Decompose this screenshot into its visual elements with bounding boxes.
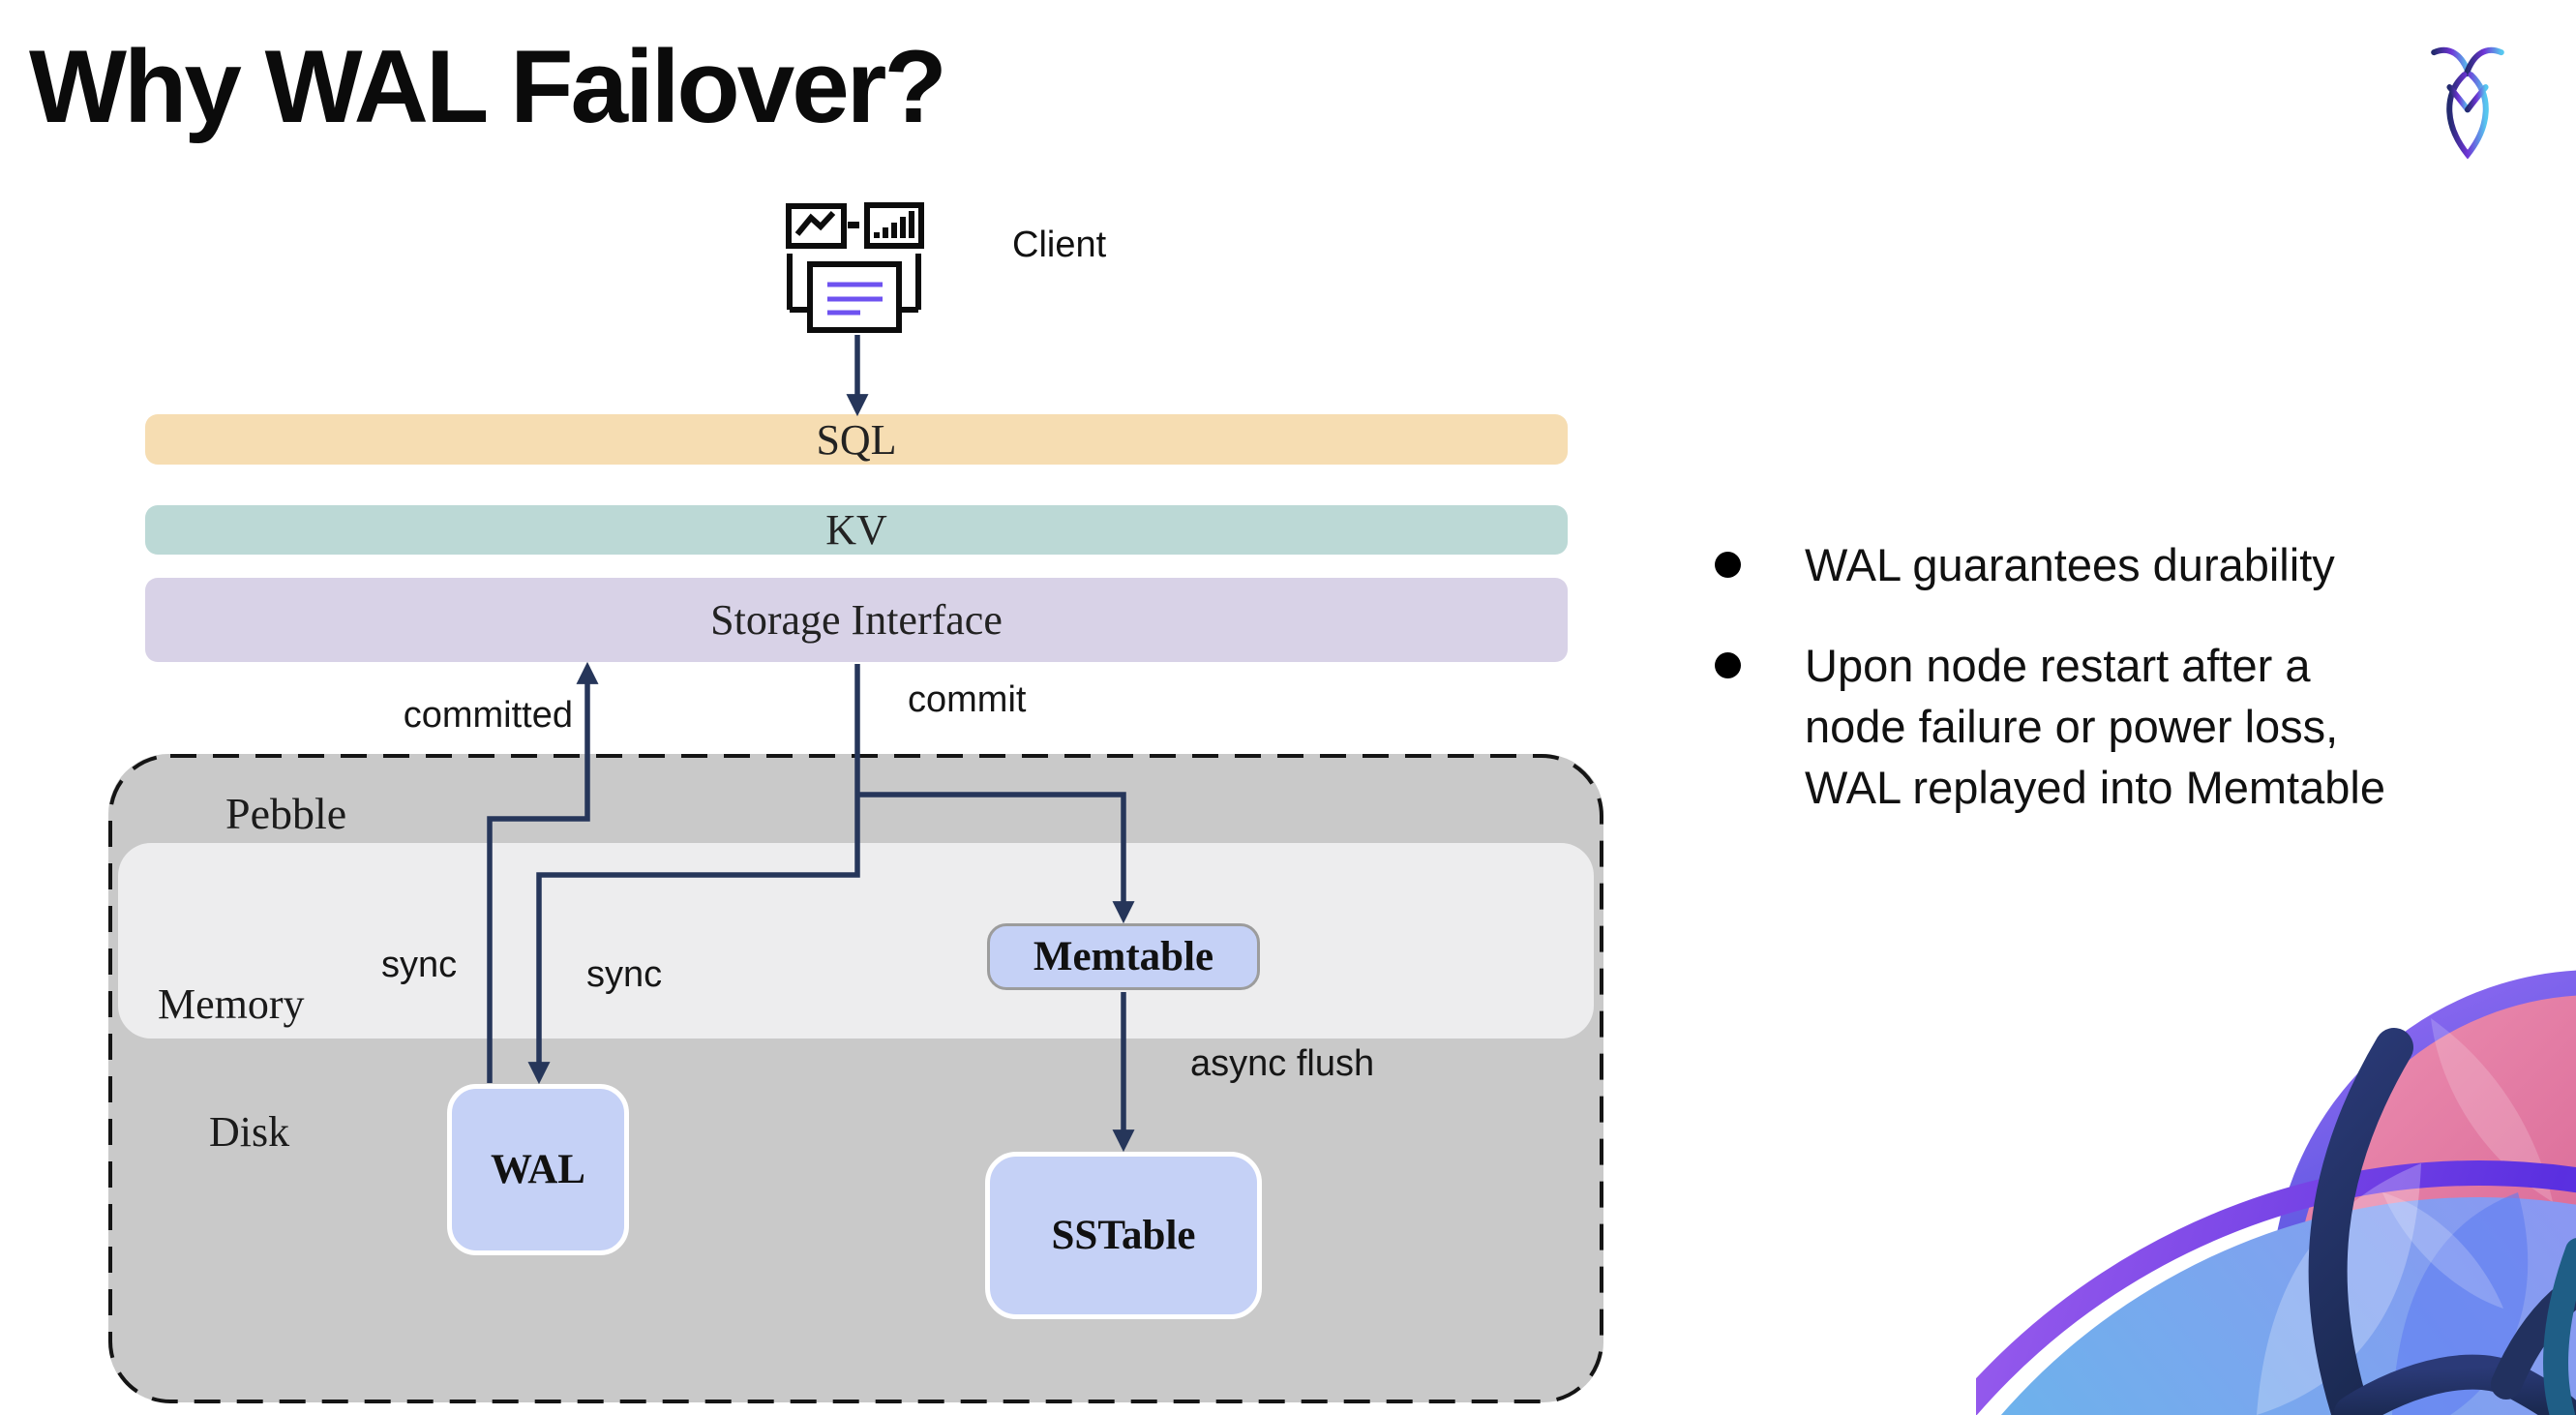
bullet-text: Upon node restart after a node failure o… [1805,640,2385,813]
bullet-list: WAL guarantees durability Upon node rest… [1715,534,2385,818]
bullet-item: WAL guarantees durability [1715,534,2385,595]
layer-kv-label: KV [825,506,887,554]
layer-kv: KV [145,505,1568,555]
node-memtable: Memtable [987,923,1260,990]
client-label: Client [1012,225,1107,265]
memory-band [118,843,1594,1039]
edge-label-committed: committed [403,695,573,736]
disk-label: Disk [209,1108,290,1156]
left-bracket-icon [787,254,808,313]
layer-sql: SQL [145,414,1568,465]
cockroach-artwork [1976,970,2576,1415]
layer-storage-interface: Storage Interface [145,578,1568,662]
edge-label-commit: commit [908,679,1027,720]
node-sstable-label: SSTable [1051,1213,1196,1258]
client-icon [786,202,924,333]
dash-icon [848,222,859,228]
bullet-dot [1715,652,1741,678]
bullet-dot [1715,552,1741,578]
node-sstable: SSTable [985,1152,1262,1319]
bullet-text: WAL guarantees durability [1805,539,2335,590]
edge-label-async-flush: async flush [1190,1043,1375,1084]
node-wal: WAL [447,1084,629,1255]
layer-storage-interface-label: Storage Interface [710,596,1003,644]
right-bracket-icon [900,254,921,313]
page-title: Why WAL Failover? [29,28,947,144]
memory-label: Memory [158,980,305,1028]
node-memtable-label: Memtable [1033,934,1214,979]
cockroachdb-logo-icon [2431,46,2504,160]
bullet-item: Upon node restart after a node failure o… [1715,635,2385,818]
edge-label-sync-right: sync [586,954,663,995]
line-chart-icon [786,203,847,249]
layer-sql-label: SQL [816,415,897,464]
edge-label-sync-left: sync [381,945,458,985]
node-wal-label: WAL [491,1147,585,1192]
pebble-label: Pebble [225,789,347,838]
bar-chart-icon [864,202,924,249]
